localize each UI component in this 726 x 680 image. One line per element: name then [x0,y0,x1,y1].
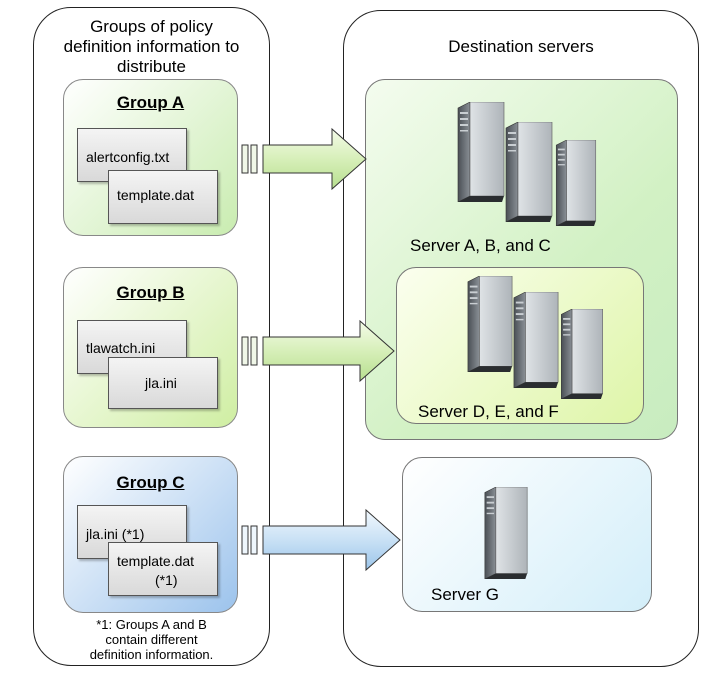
server-tower-icon [455,102,507,202]
arrow-group-a [241,127,367,191]
server-label-def: Server D, E, and F [418,402,559,421]
server-tower-icon [483,487,529,579]
footnote: *1: Groups A and B contain different def… [89,617,214,662]
file-template-c: template.dat (*1) [108,542,218,596]
group-b-title: Group B [116,283,185,302]
server-tower-icon [511,292,561,388]
group-a-title: Group A [116,93,185,112]
file-jla-b: jla.ini [108,357,218,409]
right-panel-title: Destination servers [448,37,594,56]
server-tower-icon [557,309,607,399]
arrow-group-c [241,508,401,572]
file-template-a: template.dat [108,170,218,224]
server-tower-icon [550,140,602,226]
left-panel-title: Groups of policy definition information … [63,17,240,76]
server-label-abc: Server A, B, and C [410,236,551,255]
server-tower-icon [503,122,555,222]
server-tower-icon [465,276,515,372]
arrow-group-b [241,319,395,383]
group-c-title: Group C [116,473,185,492]
server-label-g: Server G [431,585,500,604]
